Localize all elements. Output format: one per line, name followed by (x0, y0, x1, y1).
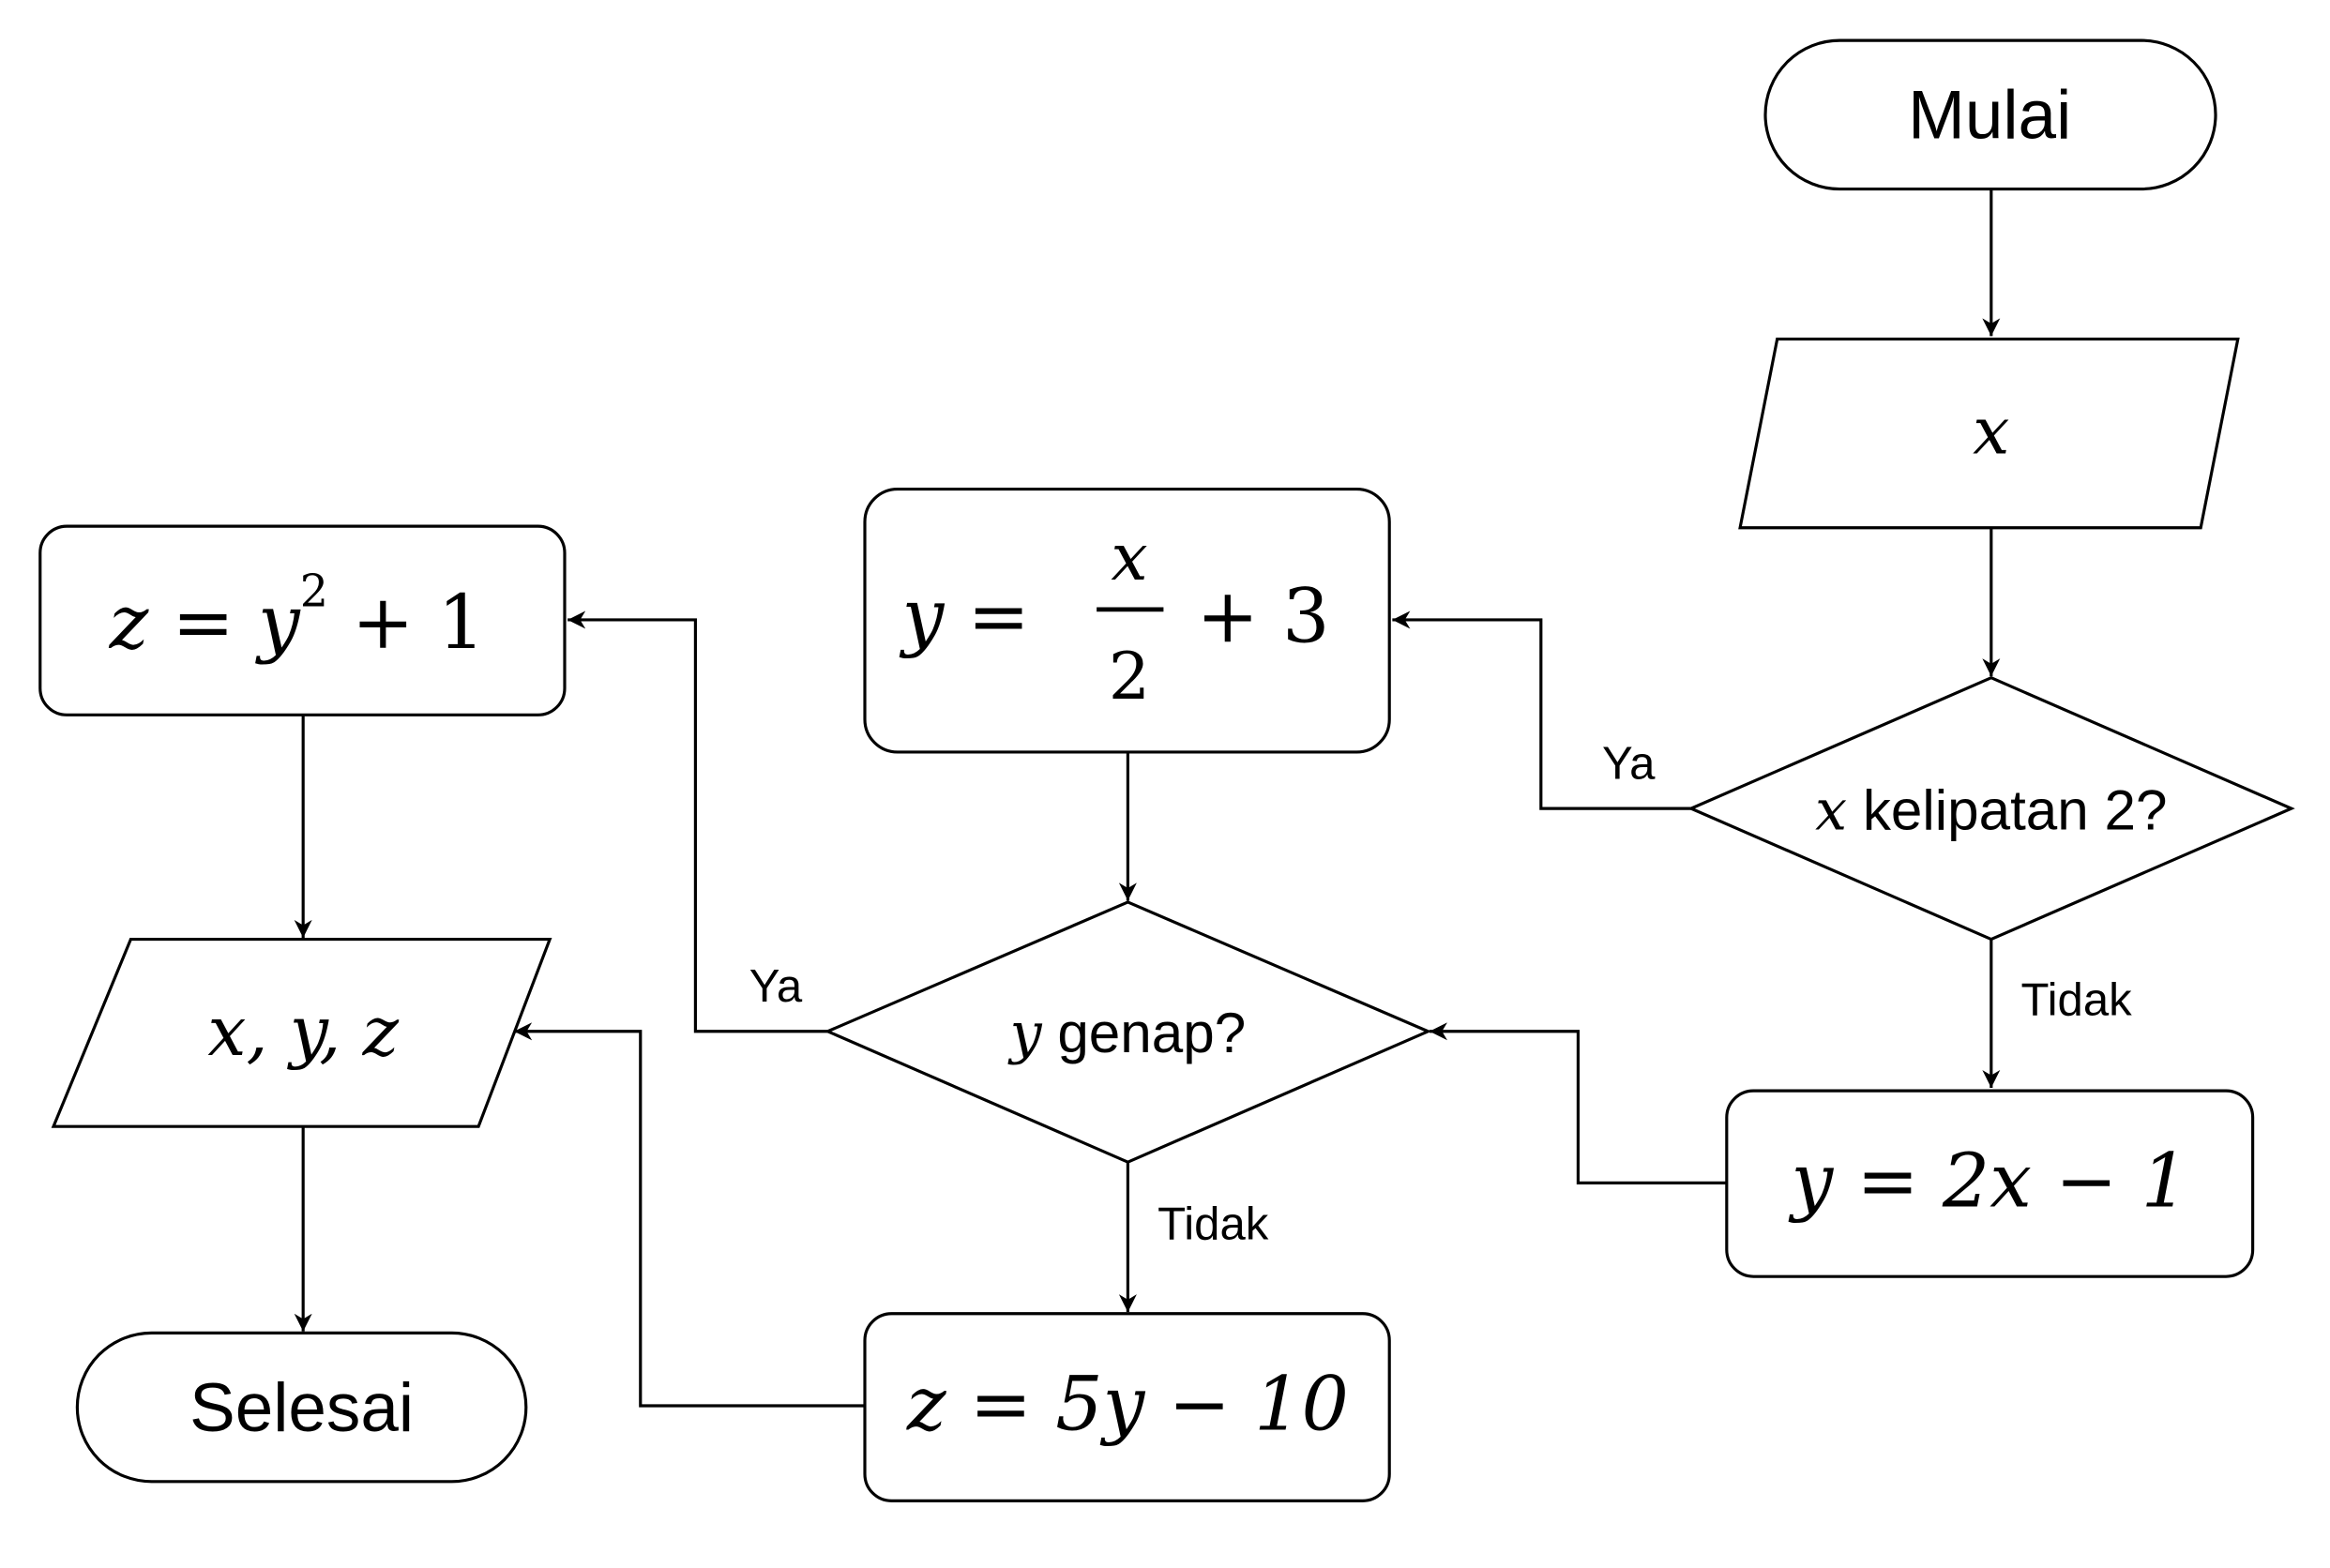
output-xyz-label: x, y, z (207, 992, 399, 1072)
process-y-half-rhs: + 3 (1197, 573, 1330, 660)
process-y-half-lhs: y = (900, 573, 1030, 660)
start-label: Mulai (1908, 78, 2071, 154)
process-y-half-numerator: x (1111, 520, 1147, 596)
end-label: Selesai (189, 1370, 414, 1446)
edge-decision-y-yes (567, 611, 828, 1033)
decision-y-var: y (1007, 1001, 1043, 1066)
decision-x-no-label: Tidak (2020, 974, 2132, 1025)
edge-y-double-to-decision-y (1429, 1022, 1727, 1184)
process-z-square-lhs: z = y (109, 579, 301, 666)
input-x-parallelogram: x (1738, 337, 2240, 530)
decision-y-yes-label: Ya (749, 961, 803, 1012)
decision-x-var: x (1815, 777, 1847, 843)
decision-x-yes-label: Ya (1602, 738, 1656, 789)
process-z-square-text: z = y2 + 1 (109, 566, 485, 666)
decision-y-no-label: Tidak (1157, 1199, 1269, 1250)
decision-x-text: x kelipatan 2? (1815, 777, 2167, 843)
decision-x-label: kelipatan 2? (1847, 778, 2167, 841)
process-z-square-exponent: 2 (300, 566, 328, 618)
process-y-half-denominator: 2 (1109, 639, 1150, 715)
edge-z-linear-to-output (514, 1022, 865, 1408)
decision-x-diamond: x kelipatan 2? (1687, 676, 2295, 942)
process-z-linear-label: z = 5y − 10 (906, 1360, 1349, 1447)
edges (294, 188, 2001, 1408)
process-z-square: z = y2 + 1 (38, 524, 567, 716)
decision-y-diamond: y genap? (824, 900, 1432, 1164)
edge-decision-x-yes (1392, 611, 1691, 810)
process-z-linear: z = 5y − 10 (863, 1312, 1391, 1502)
end-terminal: Selesai (75, 1331, 528, 1484)
output-xyz-parallelogram: x, y, z (51, 937, 552, 1128)
decision-y-text: y genap? (1007, 1001, 1247, 1066)
process-y-double: y = 2x − 1 (1725, 1089, 2255, 1278)
start-terminal: Mulai (1763, 38, 2217, 191)
process-z-square-rhs: + 1 (328, 579, 485, 666)
process-y-half: y = x 2 + 3 (863, 487, 1391, 754)
decision-y-label: genap? (1042, 1002, 1247, 1064)
input-x-label: x (1973, 394, 2009, 470)
process-y-double-label: y = 2x − 1 (1788, 1138, 2188, 1225)
